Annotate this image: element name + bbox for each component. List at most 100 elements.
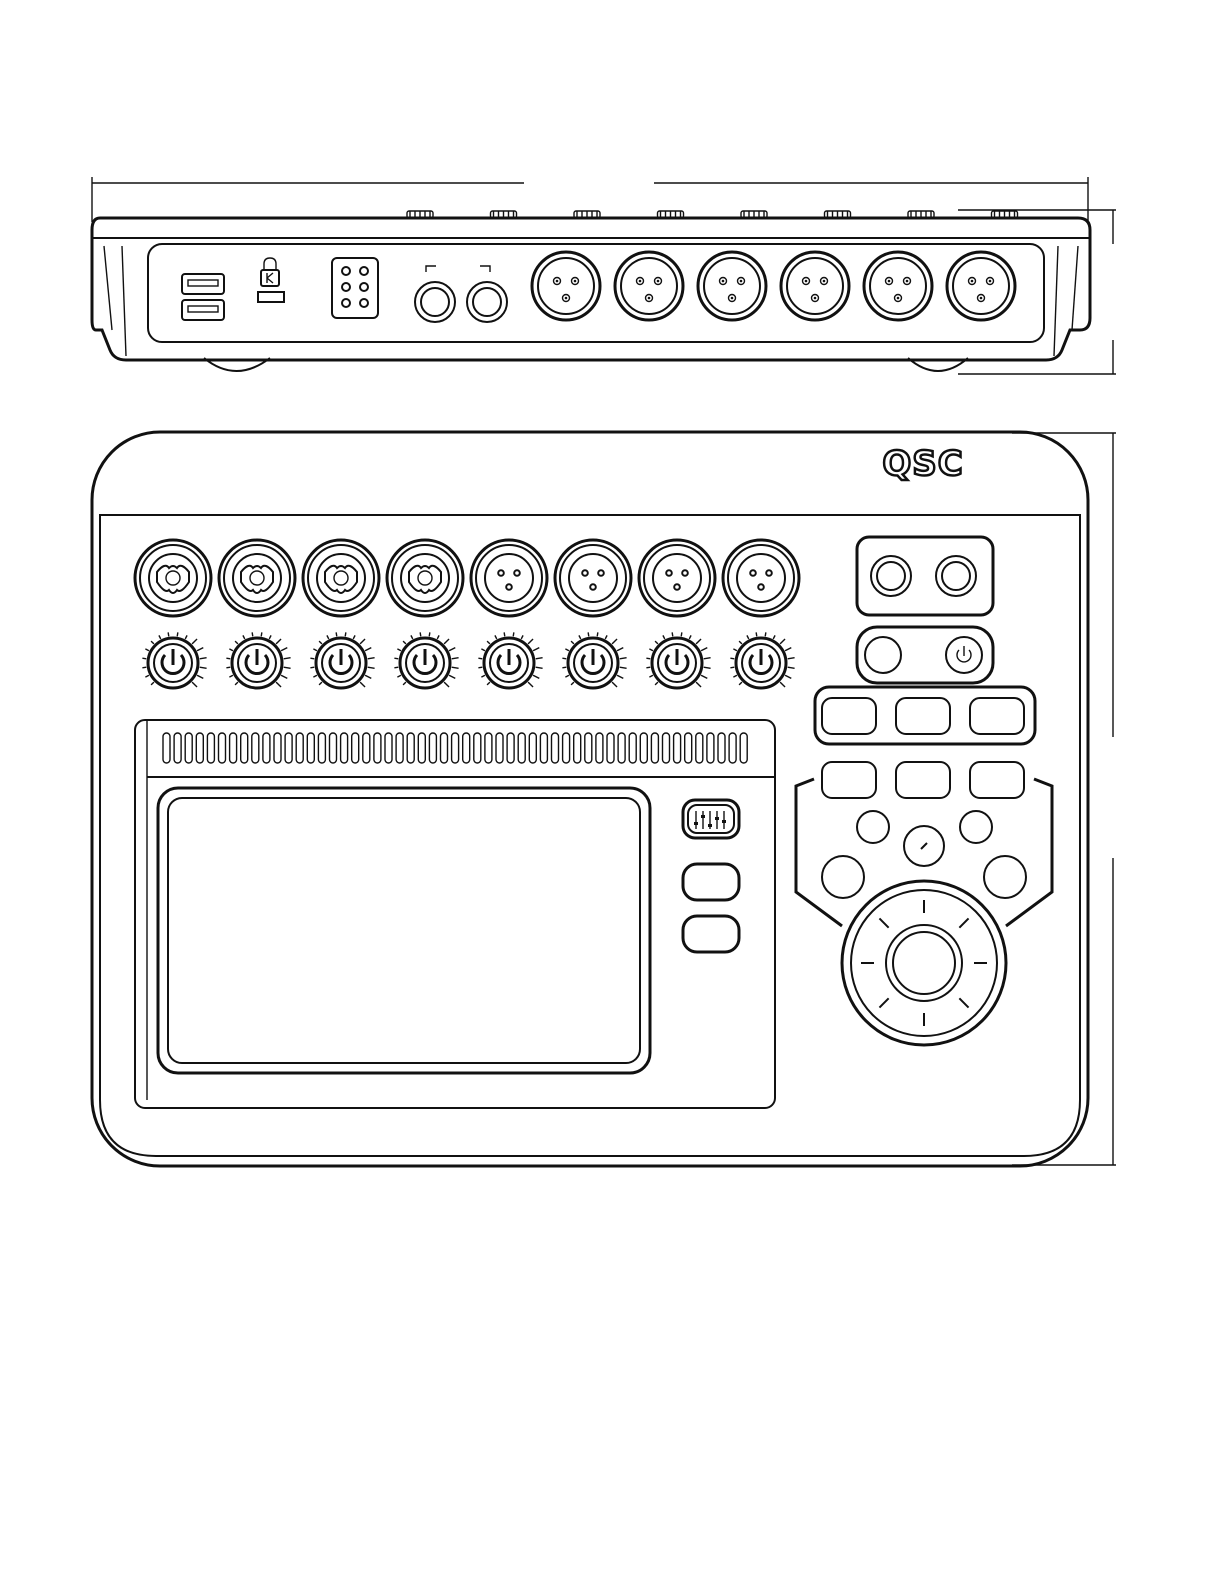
top-view [92, 432, 1088, 1166]
vent-slot [518, 733, 525, 763]
xlr-output-connector [532, 252, 600, 320]
xlr-input-jack [723, 540, 799, 616]
vent-slot [185, 733, 192, 763]
screen-side-button[interactable] [683, 916, 739, 952]
lower-mode-button[interactable] [970, 762, 1024, 798]
screen-side-button[interactable] [683, 864, 739, 900]
vent-slot [640, 733, 647, 763]
main-encoder-wheel[interactable] [842, 881, 1006, 1045]
combo-input-jack [135, 540, 211, 616]
width-dimension-line [92, 177, 1088, 222]
power-button[interactable] [946, 637, 982, 673]
vent-slot [552, 733, 559, 763]
vent-slot [219, 733, 226, 763]
headphone-section [857, 537, 993, 615]
vent-slot [585, 733, 592, 763]
vent-slot [263, 733, 270, 763]
vent-slot [385, 733, 392, 763]
xlr-input-jack [471, 540, 547, 616]
vent-slot [307, 733, 314, 763]
vent-slot [663, 733, 670, 763]
small-round-button-left[interactable] [857, 811, 889, 843]
upper-button-group [815, 687, 1035, 744]
vent-slot [207, 733, 214, 763]
xlr-input-jack [639, 540, 715, 616]
upper-mode-button[interactable] [896, 698, 950, 734]
lower-control-bracket-right [1006, 779, 1052, 926]
headphone-level-button[interactable] [865, 637, 901, 673]
vent-grille [163, 733, 747, 763]
headphone-jack [871, 556, 911, 596]
kensington-lock-icon [258, 258, 284, 302]
touchscreen-module [135, 720, 775, 1108]
gain-knob[interactable] [142, 632, 206, 688]
vent-slot [330, 733, 337, 763]
small-round-button-right[interactable] [960, 811, 992, 843]
large-round-button-left[interactable] [822, 856, 864, 898]
encoder-tick [879, 998, 888, 1007]
vent-slot [285, 733, 292, 763]
vent-slot [707, 733, 714, 763]
encoder-press-button[interactable] [904, 826, 944, 866]
vent-slot [163, 733, 170, 763]
input-row [135, 540, 799, 616]
vent-slot [418, 733, 425, 763]
vent-slot [596, 733, 603, 763]
lower-mode-button[interactable] [822, 762, 876, 798]
vent-slot [174, 733, 181, 763]
upper-mode-button[interactable] [822, 698, 876, 734]
xlr-output-connector [698, 252, 766, 320]
xlr-output-group [532, 252, 1015, 320]
large-round-button-right[interactable] [984, 856, 1026, 898]
vent-slot [252, 733, 259, 763]
vent-slot [540, 733, 547, 763]
usb-port-icon [182, 274, 224, 294]
vent-slot [274, 733, 281, 763]
upper-mode-button[interactable] [970, 698, 1024, 734]
vent-slot [374, 733, 381, 763]
power-section [857, 627, 993, 683]
vent-slot [507, 733, 514, 763]
touchscreen-display[interactable] [168, 798, 640, 1063]
usb-port-icon [182, 300, 224, 320]
mixer-view-button[interactable] [683, 800, 739, 838]
security-slot [258, 292, 284, 302]
gain-knob[interactable] [394, 632, 458, 688]
rear-chassis-outline [92, 218, 1090, 360]
xlr-input-jack [555, 540, 631, 616]
vent-slot [607, 733, 614, 763]
vent-slot [429, 733, 436, 763]
rear-view [92, 211, 1090, 371]
vent-slot [396, 733, 403, 763]
vent-slot [318, 733, 325, 763]
gain-knob[interactable] [730, 632, 794, 688]
vent-slot [352, 733, 359, 763]
vent-slot [441, 733, 448, 763]
vent-slot [629, 733, 636, 763]
vent-slot [341, 733, 348, 763]
vent-slot [363, 733, 370, 763]
quarter-inch-output-jack [415, 282, 455, 322]
vent-slot [696, 733, 703, 763]
vent-slot [496, 733, 503, 763]
combo-input-jack [303, 540, 379, 616]
gain-knob[interactable] [478, 632, 542, 688]
gain-knob[interactable] [562, 632, 626, 688]
power-icon [957, 646, 971, 662]
vent-slot [674, 733, 681, 763]
xlr-output-connector [781, 252, 849, 320]
lower-mode-button[interactable] [896, 762, 950, 798]
vent-slot [729, 733, 736, 763]
vent-slot [563, 733, 570, 763]
xlr-output-connector [947, 252, 1015, 320]
vent-slot [529, 733, 536, 763]
gain-knob[interactable] [646, 632, 710, 688]
gain-knob[interactable] [226, 632, 290, 688]
vent-slot [241, 733, 248, 763]
vent-slot [718, 733, 725, 763]
touchscreen-bezel [158, 788, 650, 1073]
lower-control-bracket-left [796, 779, 842, 926]
gain-knob[interactable] [310, 632, 374, 688]
gain-knob-row [142, 632, 794, 688]
